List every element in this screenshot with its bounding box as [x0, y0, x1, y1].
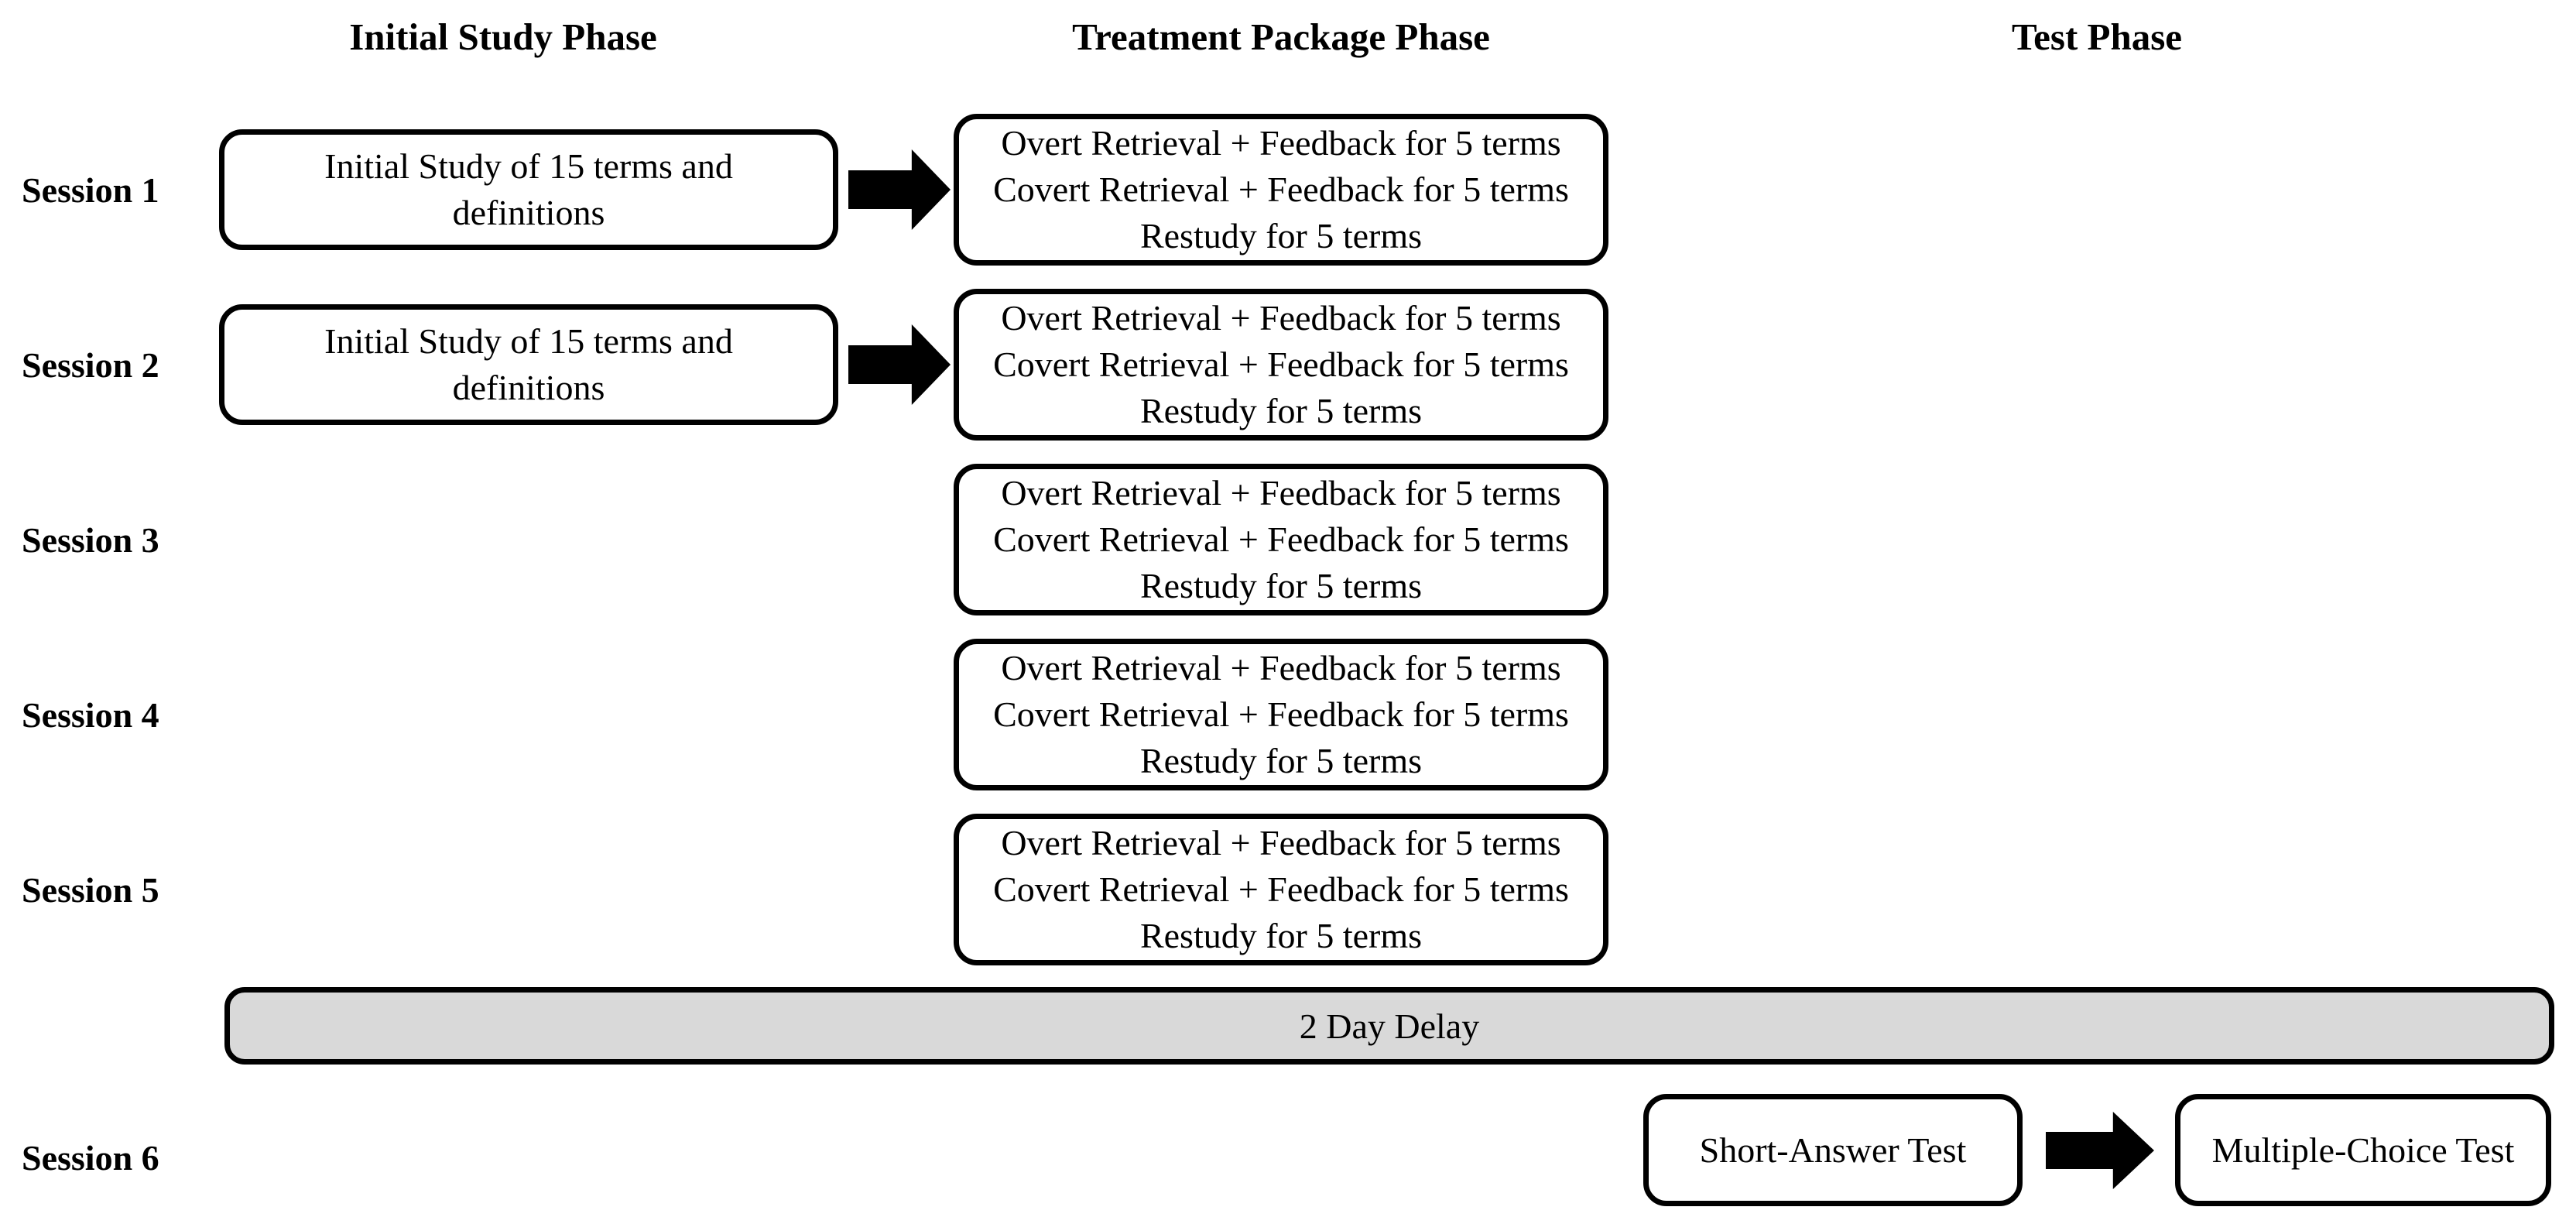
session-label-3: Session 3 — [22, 520, 159, 560]
initial-study-box-session-2: Initial Study of 15 terms and definition… — [219, 304, 838, 425]
short-answer-test-box: Short-Answer Test — [1643, 1094, 2023, 1206]
session-label-5: Session 5 — [22, 870, 159, 910]
treatment-package-box-session-2: Overt Retrieval + Feedback for 5 terms C… — [954, 289, 1608, 441]
initial-study-text-line-1: Initial Study of 15 terms and — [324, 146, 733, 186]
treatment-text-line-2: Covert Retrieval + Feedback for 5 terms — [993, 869, 1569, 909]
treatment-text-line-2: Covert Retrieval + Feedback for 5 terms — [993, 170, 1569, 209]
treatment-text-line-1: Overt Retrieval + Feedback for 5 terms — [1001, 123, 1561, 163]
column-header-test-phase: Test Phase — [2011, 15, 2183, 58]
treatment-package-box-session-4: Overt Retrieval + Feedback for 5 terms C… — [954, 639, 1608, 790]
treatment-package-box-session-3: Overt Retrieval + Feedback for 5 terms C… — [954, 464, 1608, 615]
session-label-1: Session 1 — [22, 170, 159, 210]
initial-study-text-line-1: Initial Study of 15 terms and — [324, 321, 733, 361]
initial-study-box-session-1: Initial Study of 15 terms and definition… — [219, 129, 838, 250]
treatment-text-line-2: Covert Retrieval + Feedback for 5 terms — [993, 519, 1569, 559]
treatment-text-line-3: Restudy for 5 terms — [1139, 391, 1423, 430]
session-label-6: Session 6 — [22, 1138, 159, 1178]
treatment-text-line-2: Covert Retrieval + Feedback for 5 terms — [993, 694, 1569, 734]
treatment-text-line-3: Restudy for 5 terms — [1139, 916, 1423, 955]
initial-study-text-line-2: definitions — [452, 368, 605, 407]
treatment-text-line-2: Covert Retrieval + Feedback for 5 terms — [993, 345, 1569, 384]
treatment-package-box-session-1: Overt Retrieval + Feedback for 5 terms C… — [954, 114, 1608, 266]
treatment-text-line-3: Restudy for 5 terms — [1139, 741, 1423, 780]
column-header-treatment-package-phase: Treatment Package Phase — [1072, 15, 1490, 58]
treatment-text-line-3: Restudy for 5 terms — [1139, 566, 1423, 605]
column-header-initial-study-phase: Initial Study Phase — [349, 15, 657, 58]
short-answer-test-label: Short-Answer Test — [1699, 1130, 1967, 1170]
treatment-text-line-3: Restudy for 5 terms — [1139, 216, 1423, 255]
right-arrow-icon — [848, 324, 951, 405]
treatment-text-line-1: Overt Retrieval + Feedback for 5 terms — [1001, 648, 1561, 687]
delay-bar-label: 2 Day Delay — [1299, 1006, 1480, 1046]
treatment-package-box-session-5: Overt Retrieval + Feedback for 5 terms C… — [954, 814, 1608, 965]
multiple-choice-test-label: Multiple-Choice Test — [2211, 1130, 2515, 1170]
treatment-text-line-1: Overt Retrieval + Feedback for 5 terms — [1001, 823, 1561, 862]
multiple-choice-test-box: Multiple-Choice Test — [2175, 1094, 2551, 1206]
treatment-text-line-1: Overt Retrieval + Feedback for 5 terms — [1001, 473, 1561, 513]
session-label-4: Session 4 — [22, 695, 159, 735]
right-arrow-icon — [2046, 1112, 2154, 1189]
treatment-text-line-1: Overt Retrieval + Feedback for 5 terms — [1001, 298, 1561, 338]
session-label-2: Session 2 — [22, 345, 159, 385]
initial-study-text-line-2: definitions — [452, 193, 605, 232]
right-arrow-icon — [848, 149, 951, 230]
delay-bar: 2 Day Delay — [224, 987, 2554, 1065]
